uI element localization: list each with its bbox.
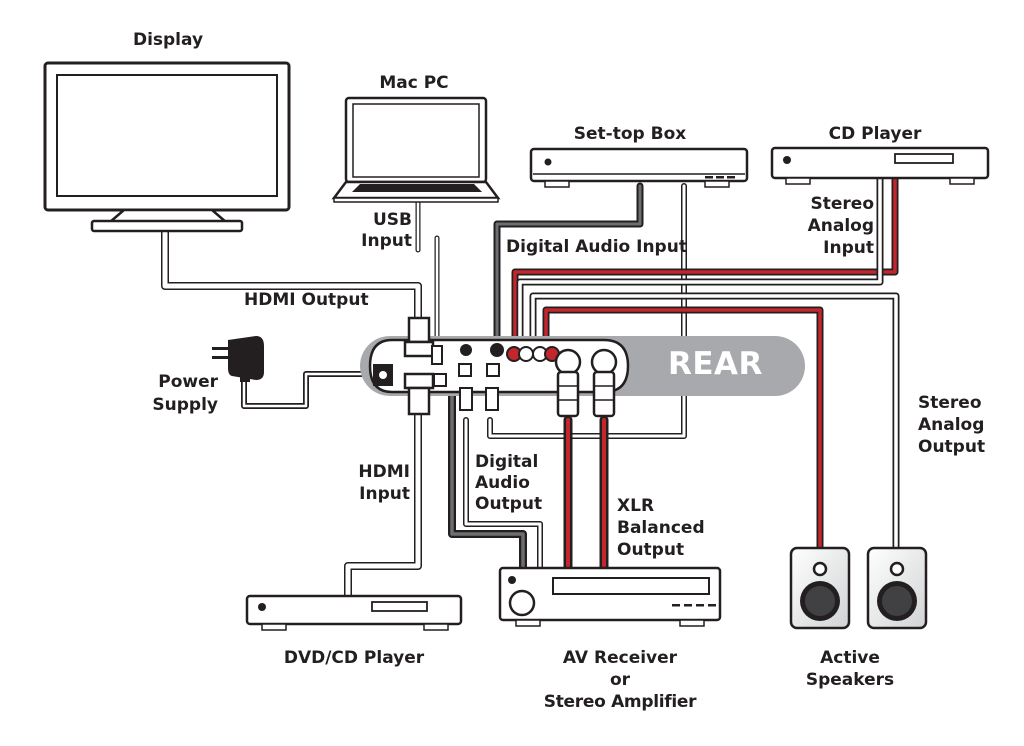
set-top-box-label: Set-top Box [573, 124, 687, 144]
av-receiver-device [498, 566, 722, 627]
display-device [43, 61, 291, 233]
stereo-analog-output-cable-white [529, 292, 900, 552]
stereo-analog-output-label-2: Analog [918, 415, 985, 435]
digital-audio-input-cable [493, 182, 644, 350]
xlr-output-label-1: XLR [617, 496, 655, 516]
digital-audio-output-cable-optical [463, 417, 543, 571]
cd-player-label: CD Player [828, 124, 922, 144]
stereo-analog-input-cable-white [516, 174, 884, 354]
hdmi-input-label-1: HDMI [358, 462, 410, 482]
xlr-output-label-3: Output [617, 540, 685, 560]
hdmi-output-cable [161, 228, 422, 334]
power-supply-label-2: Supply [152, 395, 218, 415]
speaker-right [866, 546, 928, 630]
mac-pc-label: Mac PC [379, 73, 449, 93]
stereo-analog-output-label-3: Output [918, 437, 986, 457]
active-speakers-label-1: Active [820, 648, 880, 668]
digital-audio-output-label-1: Digital [475, 452, 539, 472]
usb-input-cable [415, 197, 440, 351]
digital-audio-output-cable-coax [448, 346, 527, 572]
power-cable [241, 371, 375, 409]
usb-input-label-1: USB [372, 210, 412, 230]
hdmi-input-label-2: Input [359, 484, 410, 504]
digital-audio-output-label-2: Audio [475, 473, 530, 493]
rear-unit [360, 316, 805, 418]
usb-input-label-2: Input [361, 231, 412, 251]
hdmi-input-cable [344, 406, 422, 602]
dvd-cd-player-label: DVD/CD Player [283, 648, 425, 668]
hdmi-out-connector [403, 316, 435, 358]
av-receiver-or-label: or [609, 670, 631, 690]
stereo-amplifier-label: Stereo Amplifier [543, 692, 697, 712]
stereo-analog-input-label-2: Analog [807, 216, 874, 236]
xlr-connector-right [590, 348, 618, 418]
xlr-connector-left [554, 348, 582, 418]
cables [161, 174, 900, 602]
stereo-analog-input-cable-red [511, 174, 899, 354]
stereo-analog-input-label-3: Input [823, 238, 874, 258]
mac-pc-device [331, 96, 501, 203]
set-top-box-device [529, 147, 749, 188]
speaker-left [789, 546, 851, 630]
power-supply-device [212, 336, 264, 382]
av-receiver-label: AV Receiver [562, 648, 678, 668]
digital-audio-output-label-3: Output [475, 494, 543, 514]
display-label: Display [132, 30, 204, 50]
rear-label: REAR [668, 346, 763, 382]
active-speakers-label-2: Speakers [805, 670, 895, 690]
stereo-analog-output-label-1: Stereo [918, 393, 982, 413]
stereo-analog-input-label-1: Stereo [810, 194, 875, 214]
stereo-analog-output-cable-red [542, 306, 824, 552]
cd-player-device [770, 146, 990, 185]
digital-audio-input-label: Digital Audio Input [506, 237, 687, 257]
hdmi-in-connector [403, 372, 435, 416]
xlr-output-label-2: Balanced [617, 518, 705, 538]
dvd-cd-player-device [245, 594, 463, 631]
hdmi-output-label: HDMI Output [244, 290, 369, 310]
power-supply-label-1: Power [158, 372, 218, 392]
